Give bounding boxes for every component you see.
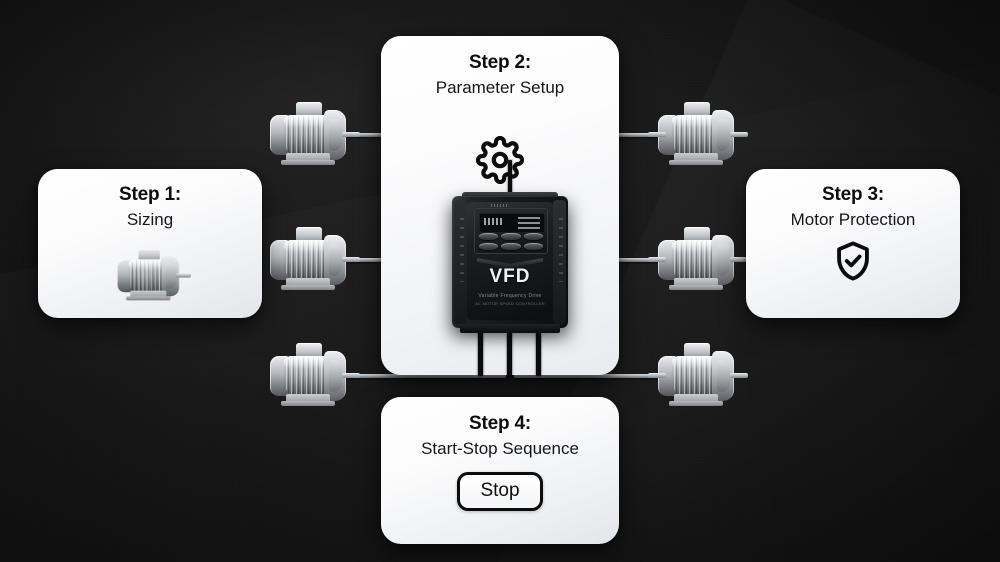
vfd-terminal-cover <box>460 324 560 333</box>
motor-terminal-box <box>296 102 322 117</box>
vfd-cable-bottom-right <box>536 324 541 376</box>
vfd-brand-label: VFD <box>489 266 531 287</box>
step-2-subtitle: Parameter Setup <box>435 78 565 97</box>
step-4-subtitle: Start-Stop Sequence <box>421 439 579 458</box>
step-4-card[interactable]: Step 4: Start-Stop Sequence Stop <box>381 397 619 544</box>
vfd-key-2[interactable] <box>501 233 521 240</box>
wire-bottom-left <box>336 374 506 378</box>
motor-drive-end <box>324 235 346 285</box>
motor-feed-stub <box>648 132 666 137</box>
step-2-title: Step 2: <box>469 52 531 73</box>
electric-motor-icon <box>111 243 191 307</box>
motor-bottom-right[interactable] <box>648 336 748 414</box>
step-2-heading: Step 2: Parameter Setup <box>381 52 619 98</box>
motor-terminal-box <box>296 227 322 242</box>
step-1-subtitle: Sizing <box>126 210 174 229</box>
motor-feed-stub <box>648 373 666 378</box>
wire-bottom-right <box>514 374 666 378</box>
vfd-side-vent-left <box>454 200 467 324</box>
vfd-front-face: VFD Variable Frequency Drive AC MOTOR SP… <box>467 202 553 320</box>
step-1-title: Step 1: <box>119 184 181 205</box>
motor-shaft <box>730 373 748 378</box>
vfd-key-5[interactable] <box>501 243 521 250</box>
vfd-cable-bottom-left <box>478 324 483 376</box>
motor-shaft <box>342 257 360 262</box>
motor-highlight <box>672 116 720 128</box>
vfd-drive-device[interactable]: VFD Variable Frequency Drive AC MOTOR SP… <box>452 192 568 333</box>
vfd-sub-label-2: AC MOTOR SPEED CONTROLLER <box>475 301 545 306</box>
vfd-side-vent-right <box>553 200 566 324</box>
step-3-subtitle: Motor Protection <box>790 210 916 229</box>
motor-drive-end <box>324 351 346 401</box>
vfd-display-readout-left <box>484 218 504 225</box>
vfd-cable-top <box>508 160 512 200</box>
motor-base-foot <box>669 278 723 290</box>
vfd-cable-bottom-mid <box>507 324 512 376</box>
motor-base-foot <box>669 153 723 165</box>
step-3-card[interactable]: Step 3: Motor Protection <box>746 169 960 318</box>
shield-check-icon <box>831 239 875 288</box>
vfd-sub-label: Variable Frequency Drive <box>478 293 542 299</box>
motor-terminal-box <box>684 227 710 242</box>
vfd-keypad[interactable] <box>479 233 543 250</box>
motor-shaft <box>342 373 360 378</box>
motor-highlight <box>284 241 332 253</box>
motor-base-foot <box>126 290 171 301</box>
vfd-status-leds <box>491 204 507 207</box>
step-1-card[interactable]: Step 1: Sizing <box>38 169 262 318</box>
motor-drive-end <box>161 255 180 297</box>
motor-feed-stub <box>648 257 666 262</box>
vfd-keypad-panel[interactable] <box>474 208 548 254</box>
motor-drive-end <box>712 351 734 401</box>
motor-terminal-box <box>138 248 160 262</box>
motor-base-foot <box>281 153 335 165</box>
vfd-display-readout-right <box>518 217 540 229</box>
vfd-key-6[interactable] <box>523 243 543 250</box>
motor-terminal-box <box>684 343 710 358</box>
motor-mid-right[interactable] <box>648 220 748 298</box>
step-3-title: Step 3: <box>822 184 884 205</box>
motor-highlight <box>672 241 720 253</box>
motor-top-left[interactable] <box>262 95 360 173</box>
vfd-display <box>479 213 545 233</box>
motor-bottom-left[interactable] <box>262 336 360 414</box>
motor-shaft <box>730 257 748 262</box>
motor-terminal-box <box>296 343 322 358</box>
step-4-title: Step 4: <box>469 413 531 434</box>
motor-base-foot <box>669 394 723 406</box>
vfd-key-4[interactable] <box>479 243 499 250</box>
motor-base-foot <box>281 394 335 406</box>
motor-highlight <box>672 357 720 369</box>
stop-button[interactable]: Stop <box>457 472 543 511</box>
motor-mid-left[interactable] <box>262 220 360 298</box>
motor-shaft <box>730 132 748 137</box>
gear-icon <box>475 135 525 189</box>
motor-highlight <box>284 357 332 369</box>
motor-shaft <box>342 132 360 137</box>
motor-terminal-box <box>684 102 710 117</box>
motor-shaft <box>176 273 191 278</box>
motor-drive-end <box>712 110 734 160</box>
motor-highlight <box>128 260 169 271</box>
motor-highlight <box>284 116 332 128</box>
motor-drive-end <box>324 110 346 160</box>
vfd-key-1[interactable] <box>479 233 499 240</box>
motor-top-right[interactable] <box>648 95 748 173</box>
vfd-key-3[interactable] <box>523 233 543 240</box>
motor-base-foot <box>281 278 335 290</box>
motor-drive-end <box>712 235 734 285</box>
